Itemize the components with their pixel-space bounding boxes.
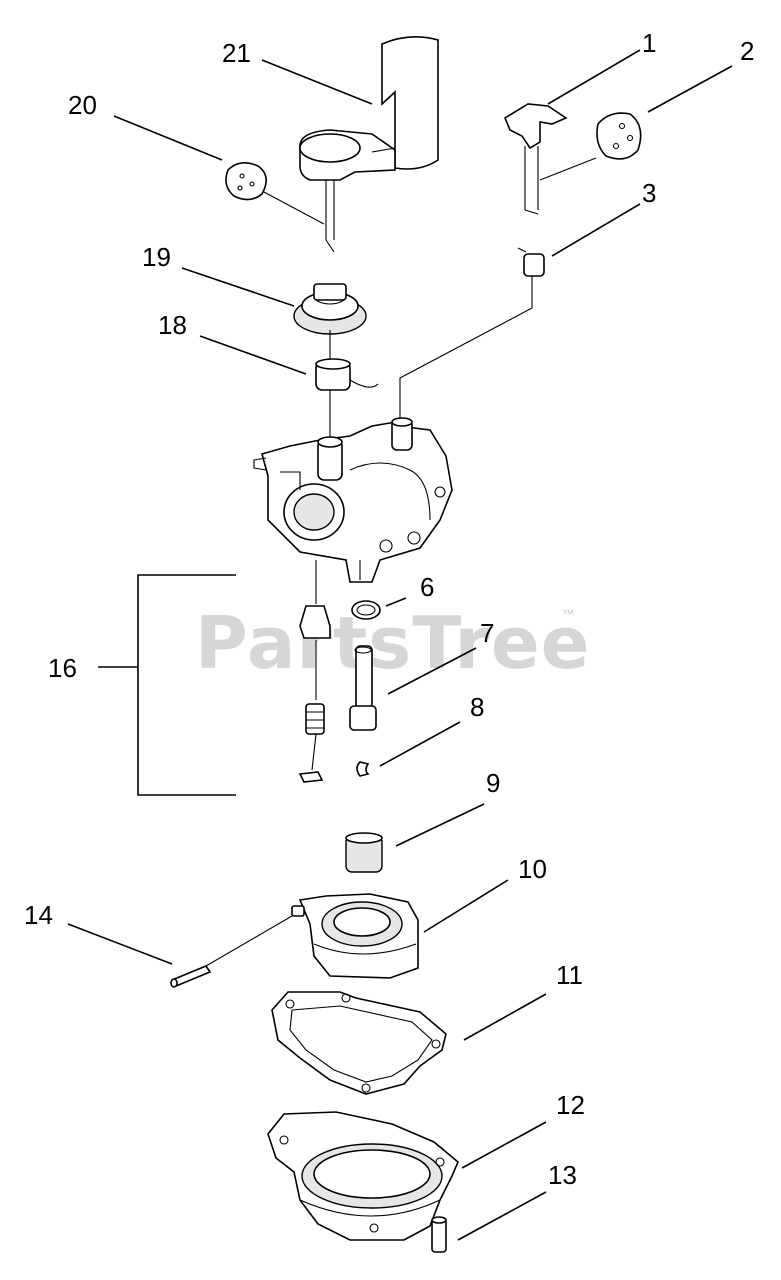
part-2-plate bbox=[539, 112, 642, 181]
callout-20: 20 bbox=[68, 90, 97, 120]
carburetor-body bbox=[253, 417, 453, 604]
callout-19: 19 bbox=[142, 242, 171, 272]
callout-9: 9 bbox=[486, 768, 500, 798]
callout-labels: 21 20 1 2 3 19 18 6 16 7 8 9 10 14 11 12… bbox=[24, 28, 754, 1190]
part-8-clip bbox=[356, 761, 370, 777]
part-21-housing bbox=[299, 36, 439, 253]
callout-11: 11 bbox=[556, 960, 583, 990]
callout-13: 13 bbox=[548, 1160, 577, 1190]
callout-21: 21 bbox=[222, 38, 251, 68]
leader-lines bbox=[67, 49, 733, 1241]
part-18-sleeve bbox=[315, 358, 379, 438]
part-10-float bbox=[205, 893, 419, 979]
part-6-oring bbox=[351, 600, 381, 620]
watermark-text: PartsTree bbox=[195, 601, 591, 685]
part-14-pin bbox=[170, 965, 212, 988]
part-20-plate bbox=[225, 162, 325, 225]
callout-1: 1 bbox=[642, 28, 656, 58]
callout-18: 18 bbox=[158, 310, 187, 340]
part-1-shaft bbox=[503, 103, 568, 215]
callout-6: 6 bbox=[420, 572, 434, 602]
callout-14: 14 bbox=[24, 900, 53, 930]
callout-7: 7 bbox=[480, 618, 494, 648]
part-3-bushing bbox=[399, 247, 545, 420]
part-9-float bbox=[345, 832, 383, 873]
watermark-trademark: ™ bbox=[562, 607, 574, 621]
callout-2: 2 bbox=[740, 36, 754, 66]
part-7-stem bbox=[349, 645, 377, 731]
callout-3: 3 bbox=[642, 178, 656, 208]
part-13-screw bbox=[431, 1216, 447, 1253]
part-16-group bbox=[98, 574, 331, 796]
callout-8: 8 bbox=[470, 692, 484, 722]
callout-10: 10 bbox=[518, 854, 547, 884]
part-19-gear bbox=[293, 283, 367, 360]
watermark: PartsTree ™ bbox=[195, 601, 591, 685]
callout-16: 16 bbox=[48, 653, 77, 683]
part-11-gasket bbox=[271, 991, 447, 1095]
callout-12: 12 bbox=[556, 1090, 585, 1120]
part-12-bowl bbox=[267, 1111, 459, 1241]
